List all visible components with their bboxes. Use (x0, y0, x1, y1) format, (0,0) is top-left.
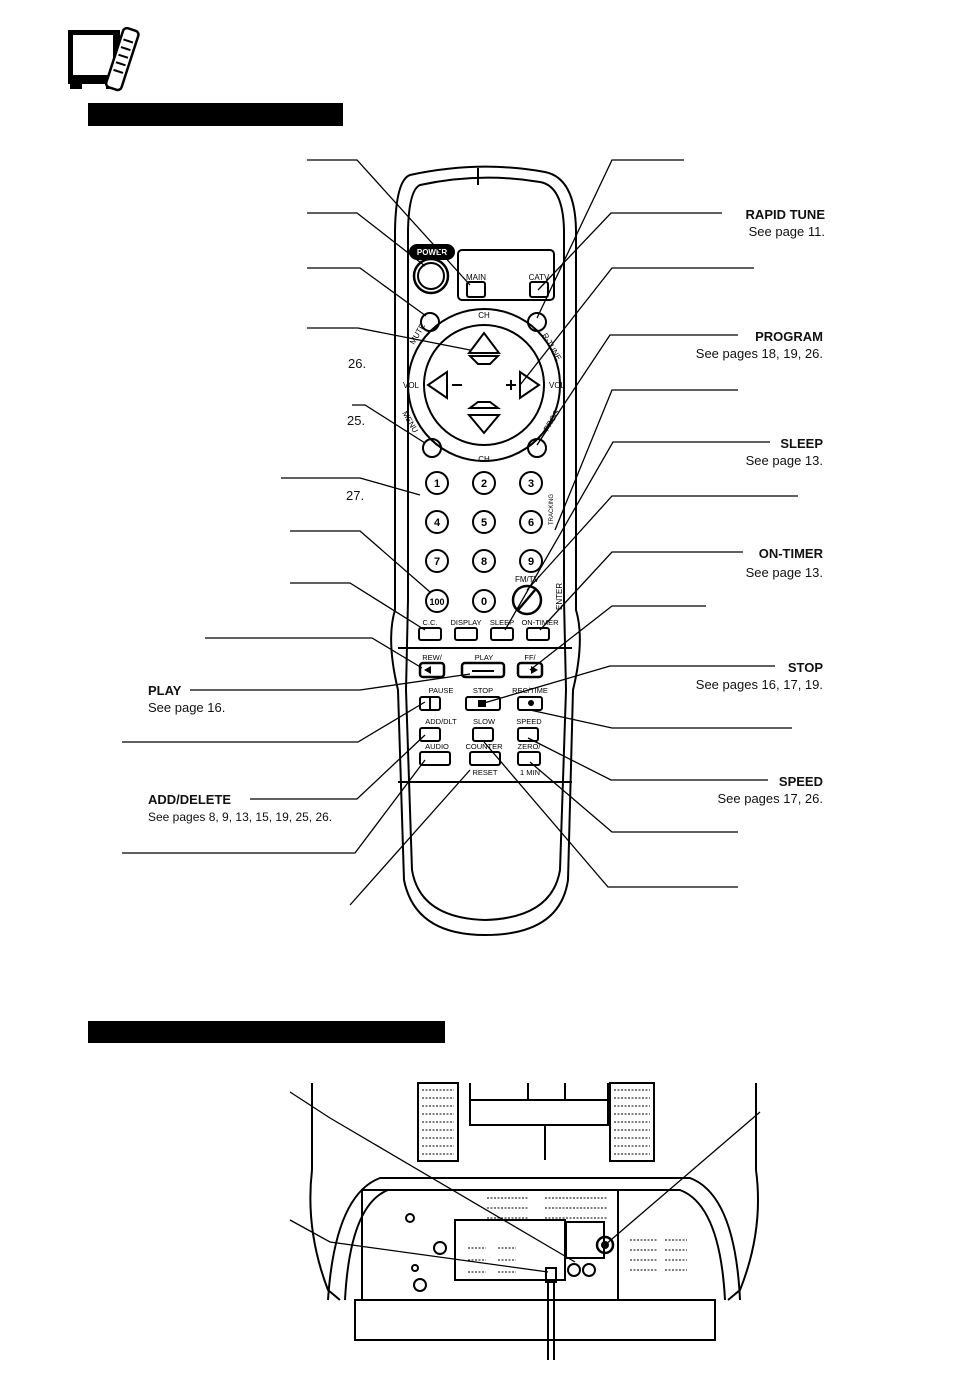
ch-top-label: CH (478, 311, 490, 320)
section-header-bar-remote (88, 103, 343, 126)
on-timer-title: ON-TIMER (758, 546, 823, 561)
on-timer-ref: See page 13. (745, 565, 823, 580)
main-label: MAIN (466, 273, 486, 282)
rapid-tune-ref: See page 11. (748, 224, 825, 239)
stop-ref: See pages 16, 17, 19. (695, 677, 823, 692)
one-min-label: 1 MIN (520, 768, 540, 777)
sleep-ref: See page 13. (745, 453, 823, 468)
rec-time-label: REC/TIME (512, 686, 548, 695)
audio-label: AUDIO (425, 742, 449, 751)
digit-7: 7 (434, 556, 440, 568)
r-tune-label: R-TUNE (540, 332, 563, 363)
display-label: DISPLAY (450, 618, 481, 627)
power-label: POWER (417, 248, 447, 257)
sleep-label: SLEEP (490, 618, 514, 627)
digit-1: 1 (434, 478, 440, 490)
counter-label: COUNTER (465, 742, 503, 751)
rapid-tune-title: RAPID TUNE (745, 207, 825, 222)
vol-left-label: VOL (403, 381, 420, 390)
slow-label: SLOW (473, 717, 496, 726)
vol-right-label: VOL (549, 381, 566, 390)
tracking-label: TRACKING (549, 494, 555, 525)
catv-label: CATV (529, 273, 550, 282)
play-ref: See page 16. (148, 700, 226, 715)
enter-label: ENTER (555, 583, 564, 610)
ff-label: FF/ (524, 653, 536, 662)
speed-title: SPEED (778, 774, 823, 789)
digit-8: 8 (481, 556, 487, 568)
on-timer-label: ON-TIMER (521, 618, 559, 627)
add-delete-ref: See pages 8, 9, 13, 15, 19, 25, 26. (148, 810, 333, 824)
stop-label: STOP (473, 686, 493, 695)
digit-9: 9 (528, 556, 534, 568)
sleep-title: SLEEP (780, 436, 823, 451)
digit-4: 4 (434, 517, 441, 529)
page-ref-27: 27. (346, 488, 365, 503)
speed-ref: See pages 17, 26. (717, 791, 823, 806)
stop-title: STOP (787, 660, 823, 675)
reset-label: RESET (472, 768, 497, 777)
page-ref-26: 26. (348, 356, 367, 371)
page-ref-25: 25. (347, 413, 366, 428)
play-label: PLAY (475, 653, 494, 662)
digit-6: 6 (528, 517, 534, 529)
digit-100: 100 (429, 597, 444, 607)
fm-tv-label: FM/TV (515, 575, 540, 584)
program-title: PROGRAM (755, 329, 823, 344)
cc-label: C.C. (423, 618, 438, 627)
digit-3: 3 (528, 478, 534, 490)
digit-5: 5 (481, 517, 487, 529)
section-header-bar-rear (88, 1021, 445, 1043)
digit-2: 2 (481, 478, 487, 490)
tv-remote-icon (66, 26, 140, 92)
add-dlt-label: ADD/DLT (425, 717, 457, 726)
program-ref: See pages 18, 19, 26. (695, 346, 823, 361)
speed-label: SPEED (516, 717, 542, 726)
ch-bottom-label: CH (478, 455, 490, 464)
play-title: PLAY (148, 683, 182, 698)
zero-label: ZERO/ (518, 742, 542, 751)
mute-label: MUTE (408, 322, 427, 346)
digit-0: 0 (481, 596, 487, 608)
remote-outline (390, 165, 581, 937)
pause-label: PAUSE (429, 686, 454, 695)
add-delete-title: ADD/DELETE (148, 792, 232, 807)
rew-label: REW/ (422, 653, 442, 662)
